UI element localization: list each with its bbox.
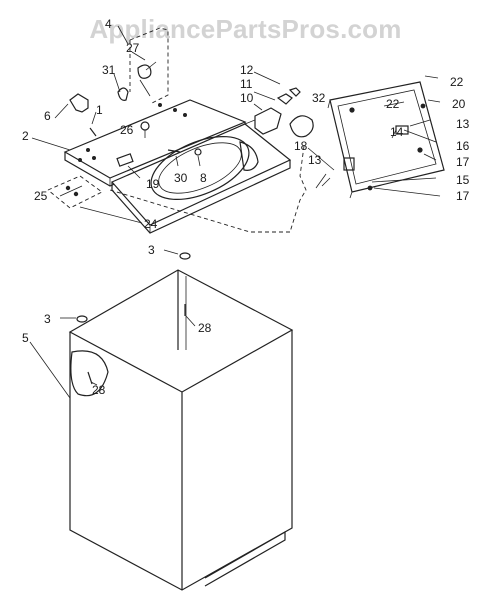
callout-15: 15 <box>456 173 470 187</box>
callout-13-right: 13 <box>456 117 470 131</box>
callout-5: 5 <box>22 331 29 345</box>
callout-30: 30 <box>174 171 188 185</box>
watermark: AppliancePartsPros.com <box>89 14 402 44</box>
callout-20: 20 <box>452 97 466 111</box>
callout-22-upper: 22 <box>450 75 464 89</box>
leader-lines <box>29 25 441 399</box>
callout-28-lower: 28 <box>92 383 106 397</box>
callout-27: 27 <box>126 41 140 55</box>
callout-1: 1 <box>96 103 103 117</box>
callout-6: 6 <box>44 109 51 123</box>
callout-31: 31 <box>102 63 116 77</box>
callout-32: 32 <box>312 91 326 105</box>
callout-17-upper: 17 <box>456 155 470 169</box>
callout-18: 18 <box>294 139 308 153</box>
switch-dash-box <box>129 27 169 105</box>
callout-16: 16 <box>456 139 470 153</box>
callout-8: 8 <box>200 171 207 185</box>
callout-3-lower: 3 <box>44 312 51 326</box>
tub-ring-hardware <box>116 148 202 179</box>
callout-12: 12 <box>240 63 254 77</box>
callout-2: 2 <box>22 129 29 143</box>
callout-19: 19 <box>146 177 160 191</box>
callout-3-upper: 3 <box>148 243 155 257</box>
top-panel <box>63 99 247 187</box>
callout-13-left: 13 <box>308 153 322 167</box>
callout-22-lower: 22 <box>386 97 400 111</box>
harness-parts <box>117 61 157 101</box>
callout-14: 14 <box>390 125 404 139</box>
callout-24: 24 <box>144 217 158 231</box>
lid-assembly <box>315 81 445 199</box>
top-cover <box>111 123 292 234</box>
lid-hinge-bracket <box>69 93 89 113</box>
clip-25-box <box>47 175 103 209</box>
hinge-assembly <box>239 87 314 138</box>
callout-11: 11 <box>240 77 253 91</box>
callout-4: 4 <box>105 17 112 31</box>
hinge-cover-32 <box>289 115 314 138</box>
callout-10: 10 <box>240 91 254 105</box>
callout-28-upper: 28 <box>198 321 212 335</box>
cabinet <box>68 269 294 591</box>
callout-17-lower: 17 <box>456 189 470 203</box>
callout-26: 26 <box>120 123 134 137</box>
callout-25: 25 <box>34 189 48 203</box>
